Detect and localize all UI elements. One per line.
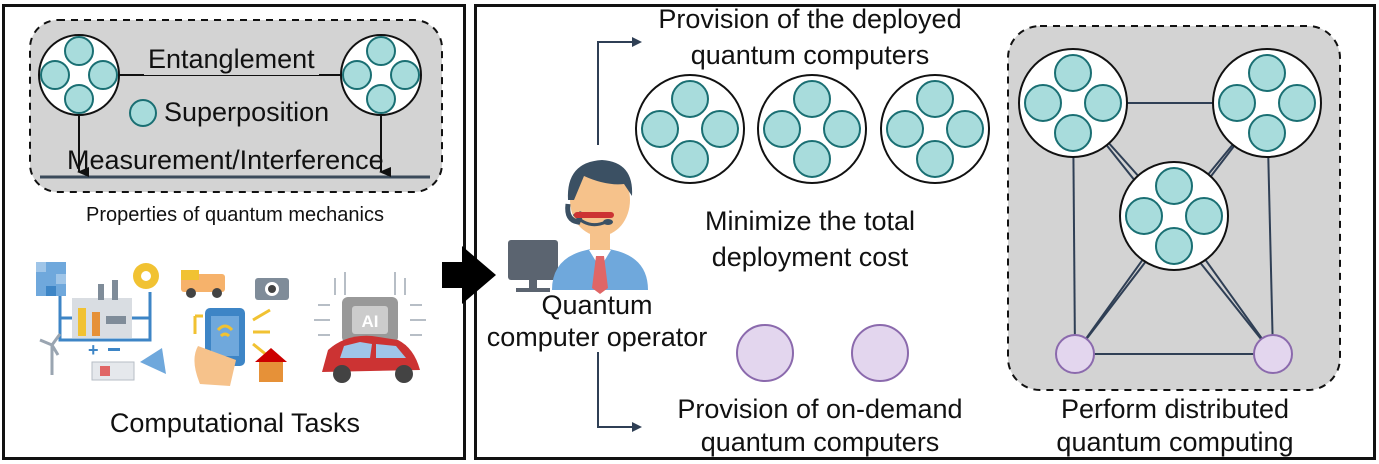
deployed-qc-3 xyxy=(880,74,990,184)
entanglement-label: Entanglement xyxy=(144,44,319,76)
superposition-label: Superposition xyxy=(164,97,330,127)
operator-label-line2: computer operator xyxy=(486,322,708,352)
deployed-qc-1 xyxy=(635,74,745,184)
network-ondemand-qc-right xyxy=(1253,334,1293,374)
network-qc-top-right xyxy=(1212,48,1322,158)
network-ondemand-qc-left xyxy=(1055,334,1095,374)
network-qc-top-left xyxy=(1018,48,1128,158)
deployed-arrow xyxy=(597,37,642,145)
ondemand-qc-2 xyxy=(851,324,909,382)
deployed-qc-2 xyxy=(757,74,867,184)
ondemand-label-line1: Provision of on-demand xyxy=(677,394,963,424)
operator-icon xyxy=(508,160,648,294)
deployed-label-line2: quantum computers xyxy=(690,40,930,70)
transition-arrow xyxy=(442,246,496,304)
superposition-qubit-icon xyxy=(129,99,157,127)
ai-car-icon: AI xyxy=(314,272,426,383)
properties-box xyxy=(29,19,443,193)
ondemand-label-line2: quantum computers xyxy=(700,427,940,457)
deployed-label-line1: Provision of the deployed xyxy=(658,4,962,34)
distributed-label-line2: quantum computing xyxy=(1056,427,1294,457)
properties-caption: Properties of quantum mechanics xyxy=(86,204,384,226)
cost-label-line2: deployment cost xyxy=(711,242,909,272)
ondemand-arrow xyxy=(597,352,642,432)
smart-grid-icon: + xyxy=(36,262,166,381)
svg-text:+: + xyxy=(88,340,99,360)
tasks-caption: Computational Tasks xyxy=(109,408,361,438)
qubit-cluster-right xyxy=(340,34,422,116)
ondemand-qc-1 xyxy=(736,324,794,382)
qubit-cluster-left xyxy=(38,34,120,116)
distributed-label-line1: Perform distributed xyxy=(1060,394,1290,424)
operator-label-line1: Quantum xyxy=(541,290,653,320)
ai-chip-text: AI xyxy=(362,312,379,331)
mobile-iot-icon xyxy=(181,270,289,386)
network-qc-center xyxy=(1119,161,1229,271)
cost-label-line1: Minimize the total xyxy=(704,206,916,236)
measurement-label: Measurement/Interference xyxy=(67,145,384,175)
